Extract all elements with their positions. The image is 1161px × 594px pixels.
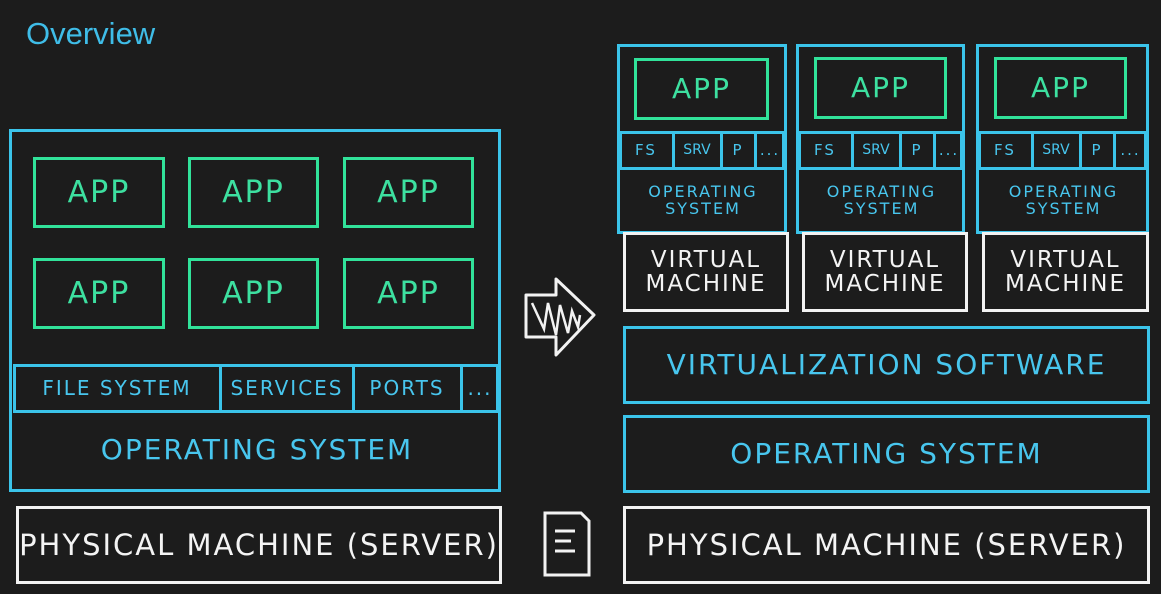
left-app-6: APP	[343, 258, 474, 329]
virtualization-software: VIRTUALIZATION SOFTWARE	[623, 326, 1150, 404]
left-services: SERVICES	[230, 376, 344, 400]
vm-3-components	[978, 131, 1147, 170]
left-app-2: APP	[188, 157, 319, 228]
divider	[754, 133, 757, 168]
vm-3-more: ...	[1120, 140, 1141, 159]
divider	[1031, 133, 1034, 168]
divider	[851, 133, 854, 168]
vm-2-more: ...	[938, 140, 960, 159]
left-more: ...	[467, 376, 493, 400]
vm-2-p: P	[911, 140, 923, 159]
vm-3-p: P	[1091, 140, 1103, 159]
divider	[720, 133, 723, 168]
arrow-right-icon	[524, 277, 596, 357]
vm-1-app: APP	[634, 58, 769, 120]
vm-3-os: OPERATING SYSTEM	[1008, 182, 1119, 218]
vm-1-virtual-machine: VIRTUAL MACHINE	[623, 232, 789, 312]
left-app-3: APP	[343, 157, 474, 228]
left-app-1: APP	[33, 157, 165, 228]
vm-3-srv: SRV	[1042, 142, 1070, 159]
divider	[460, 367, 463, 410]
left-operating-system: OPERATING SYSTEM	[100, 433, 414, 467]
vm-2-os: OPERATING SYSTEM	[826, 182, 937, 218]
divider	[1079, 133, 1082, 168]
vm-3-virtual-machine: VIRTUAL MACHINE	[982, 232, 1149, 312]
vm-1-fs: FS	[635, 140, 657, 159]
vm-2-virtual-machine: VIRTUAL MACHINE	[802, 232, 968, 312]
left-app-4: APP	[33, 258, 165, 329]
vm-2-app: APP	[814, 57, 947, 119]
left-physical-machine: PHYSICAL MACHINE (SERVER)	[16, 506, 502, 584]
left-app-5: APP	[188, 258, 319, 329]
vm-2-fs: FS	[814, 140, 836, 159]
left-file-system: FILE SYSTEM	[42, 376, 192, 400]
divider	[352, 367, 355, 410]
vm-1-components	[619, 131, 785, 170]
vm-1-p: P	[732, 140, 744, 159]
divider	[933, 133, 936, 168]
divider	[672, 133, 675, 168]
divider	[899, 133, 902, 168]
left-components-row	[13, 364, 499, 413]
divider	[219, 367, 222, 410]
document-icon	[543, 511, 591, 577]
vm-1-more: ...	[759, 140, 781, 159]
right-physical-machine: PHYSICAL MACHINE (SERVER)	[623, 506, 1150, 584]
vm-2-srv: SRV	[862, 142, 890, 159]
left-host-container	[9, 129, 501, 492]
vm-1-srv: SRV	[683, 142, 711, 159]
vm-3-app: APP	[994, 57, 1127, 119]
page-title: Overview	[26, 16, 156, 51]
left-ports: PORTS	[369, 376, 445, 400]
vm-3-fs: FS	[994, 140, 1016, 159]
divider	[1113, 133, 1116, 168]
right-operating-system: OPERATING SYSTEM	[623, 415, 1150, 493]
vm-1-os: OPERATING SYSTEM	[648, 182, 758, 218]
vm-2-components	[798, 131, 963, 170]
